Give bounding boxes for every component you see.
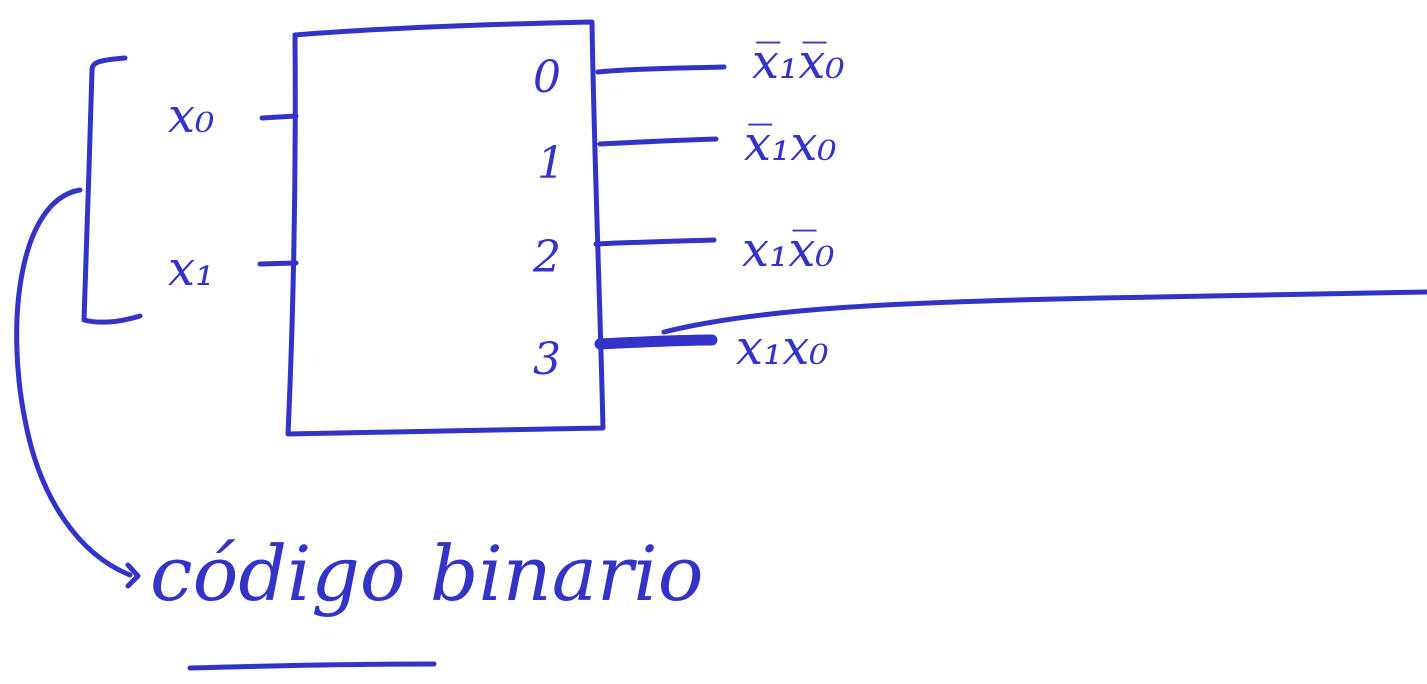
output-index-0: 0 xyxy=(533,52,561,103)
output-term-2: x₁x̅₀ xyxy=(742,222,835,278)
output-wire-3 xyxy=(594,334,718,350)
input-bracket xyxy=(81,55,143,325)
output-wire-1 xyxy=(597,136,719,147)
note-binary-code: código binario xyxy=(150,529,703,618)
output-term-3: x₁x₀ xyxy=(736,320,829,376)
input-wire-x1 xyxy=(257,260,299,267)
decoder-block xyxy=(285,19,606,437)
input-label-x0: x₀ xyxy=(168,88,214,144)
bracket-to-note-arrow xyxy=(14,187,133,578)
input-wire-x0 xyxy=(259,113,299,121)
output-term-0: x̅₁x̅₀ xyxy=(752,34,845,90)
input-label-x1: x₁ xyxy=(168,241,214,297)
output-index-3: 3 xyxy=(533,334,561,385)
output-index-1: 1 xyxy=(537,138,565,189)
output-wire-0 xyxy=(595,64,727,75)
output-wire-2 xyxy=(593,237,717,247)
arrow-head xyxy=(125,562,141,589)
note-underline xyxy=(187,661,437,671)
output-term-1: x̅₁x₀ xyxy=(744,116,837,172)
output-3-long-line xyxy=(661,289,1427,335)
output-index-2: 2 xyxy=(532,232,561,283)
